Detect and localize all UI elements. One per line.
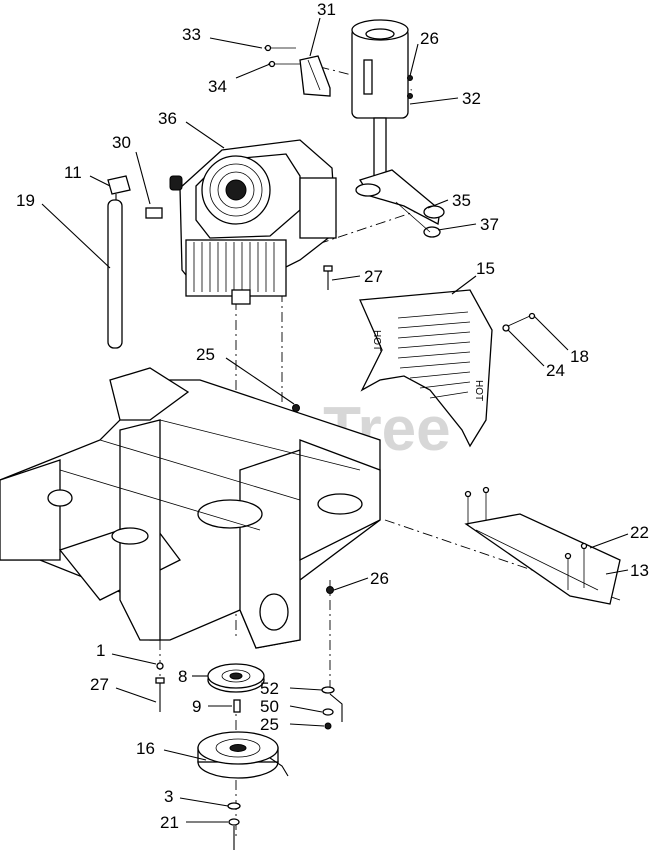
leader-lines	[41, 17, 629, 823]
callout-25: 25	[196, 345, 215, 364]
mower-frame	[0, 367, 381, 649]
callout-36: 36	[158, 109, 177, 128]
callout-1: 1	[96, 641, 105, 660]
callout-15: 15	[476, 259, 495, 278]
callout-8: 8	[178, 667, 187, 686]
exhaust-pipe	[355, 117, 445, 238]
callout-32: 32	[462, 89, 481, 108]
callout-37: 37	[480, 215, 499, 234]
callout-21: 21	[160, 813, 179, 832]
callout-30: 30	[112, 133, 131, 152]
callout-18: 18	[570, 347, 589, 366]
callout-13: 13	[630, 561, 649, 580]
callout-9: 9	[192, 697, 201, 716]
bracket-screws	[264, 44, 300, 68]
guard-label-left: HOT	[371, 330, 382, 351]
frame-nut	[326, 586, 334, 594]
callout-52: 52	[260, 679, 279, 698]
bottom-shield	[464, 486, 621, 605]
muffler	[351, 19, 413, 119]
callout-27-lower: 27	[90, 675, 109, 694]
callout-16: 16	[136, 739, 155, 758]
heat-guard: HOT HOT	[359, 289, 493, 448]
engine-nut	[292, 404, 300, 412]
guard-label-right: HOT	[473, 380, 484, 401]
callout-27: 27	[364, 267, 383, 286]
callout-22: 22	[630, 523, 649, 542]
callout-50: 50	[260, 697, 279, 716]
callout-35: 35	[452, 191, 471, 210]
muffler-bracket	[299, 55, 331, 97]
engine	[169, 139, 337, 305]
callout-19: 19	[16, 191, 35, 210]
callout-3: 3	[164, 787, 173, 806]
oil-drain-assembly	[107, 175, 163, 349]
callout-labels: 31 33 26 34 32 36 30 11 35 19 37 27 15 1…	[16, 0, 649, 832]
callout-34: 34	[208, 77, 227, 96]
callout-33: 33	[182, 25, 201, 44]
callout-25-lower: 25	[260, 715, 279, 734]
callout-26-lower: 26	[370, 569, 389, 588]
lower-hardware	[155, 662, 343, 850]
callout-11: 11	[64, 163, 82, 182]
engine-bolt	[323, 265, 333, 290]
guard-screw	[502, 312, 536, 332]
callout-31: 31	[317, 0, 336, 19]
callout-24: 24	[546, 361, 565, 380]
callout-26: 26	[420, 29, 439, 48]
